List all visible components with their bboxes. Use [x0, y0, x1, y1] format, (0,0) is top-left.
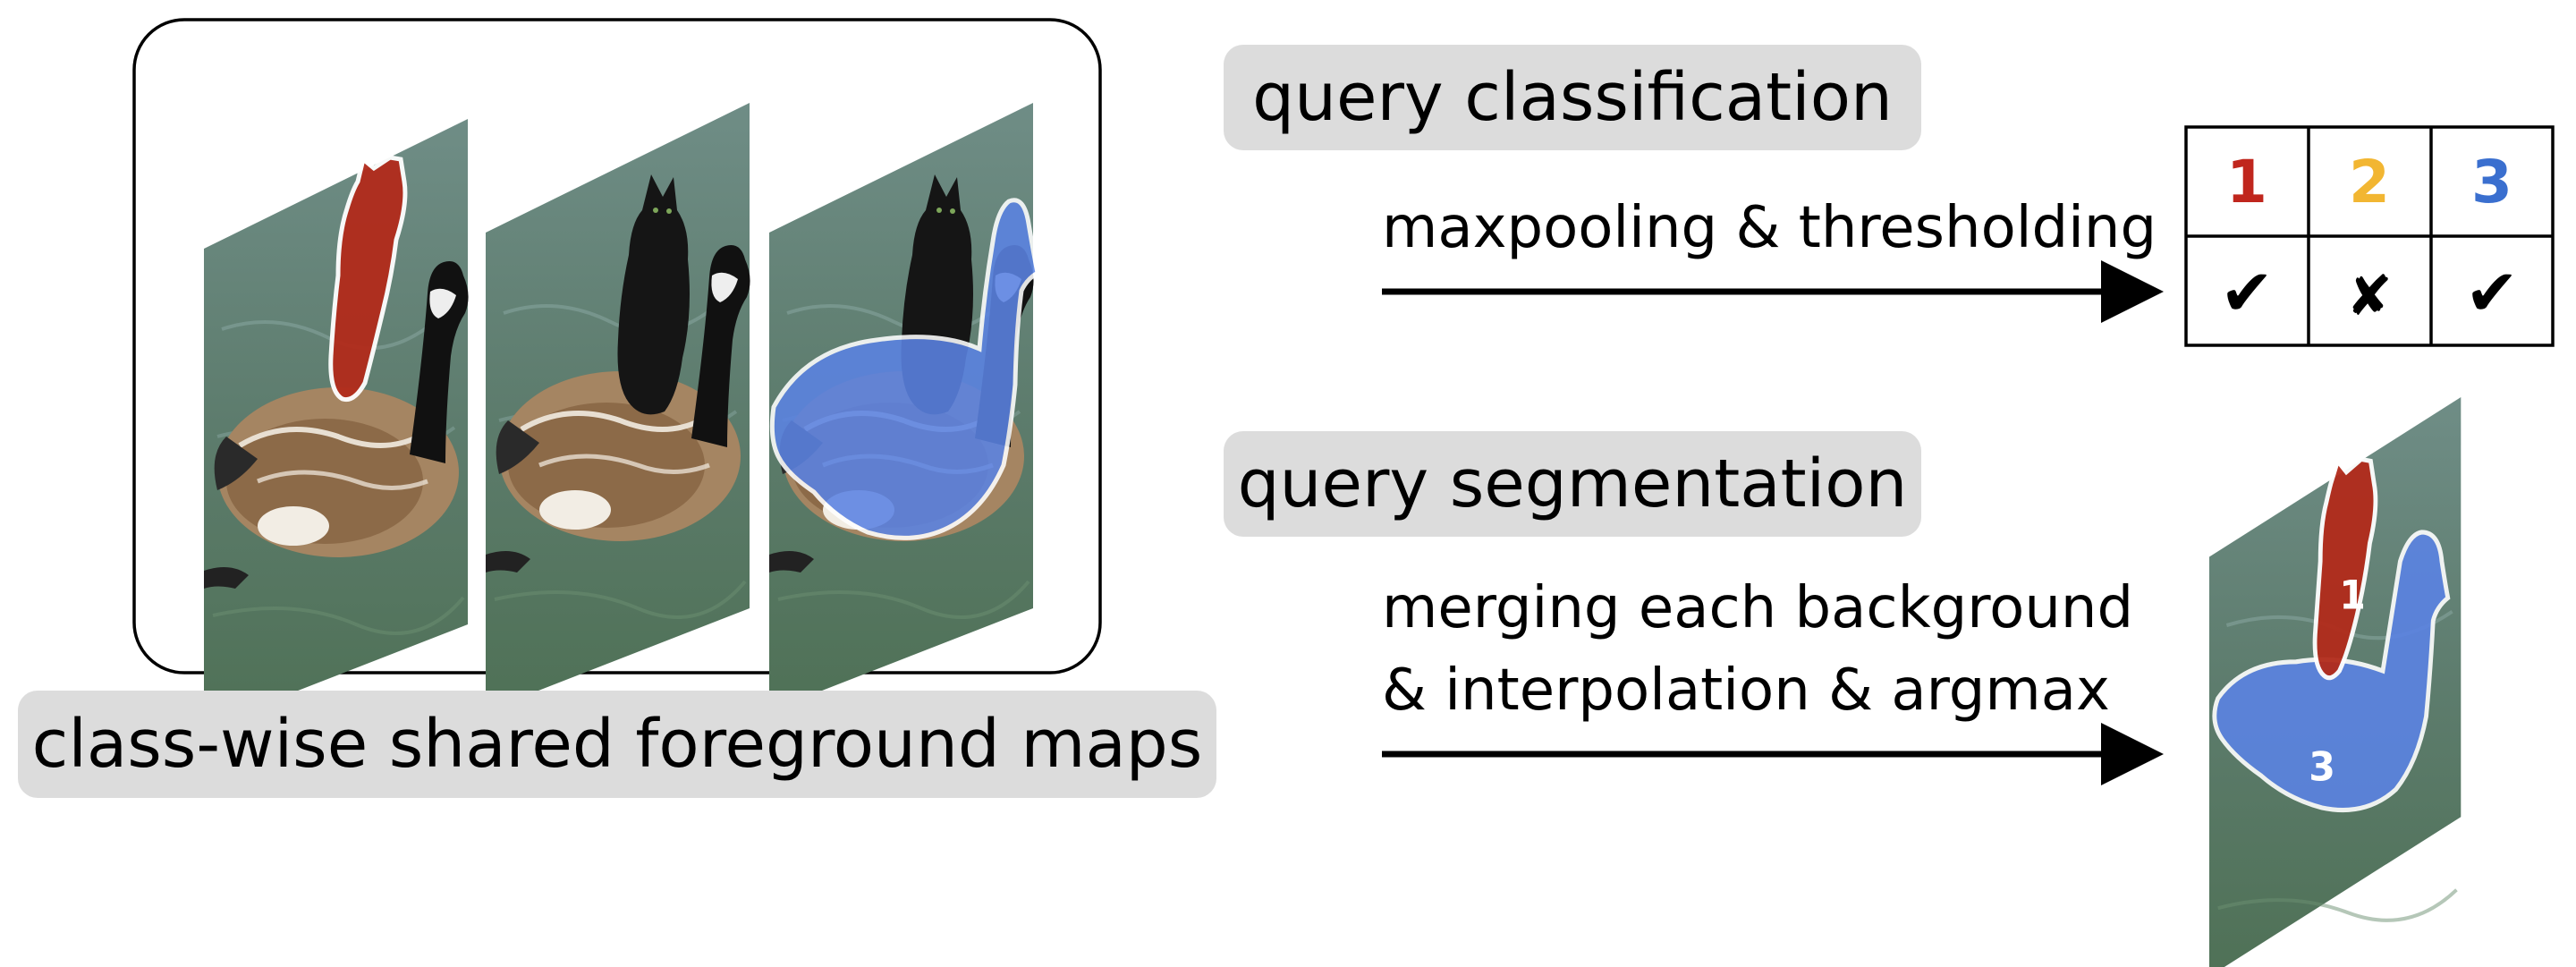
query-classification-title: query classification	[1224, 45, 1921, 150]
class1-segment	[2312, 456, 2378, 681]
segment-label-3: 3	[2309, 743, 2335, 790]
check-mark-icon: ✔	[2465, 255, 2519, 330]
segmentation-output: 1 3	[2209, 397, 2462, 967]
table-header-2: 2	[2349, 148, 2390, 216]
check-mark-icon: ✔	[2220, 255, 2274, 330]
foreground-map-1	[204, 117, 469, 729]
maxpooling-label: maxpooling & thresholding	[1382, 195, 2157, 261]
table-header-3: 3	[2471, 148, 2512, 216]
merging-label-line1: merging each background	[1382, 575, 2134, 641]
cross-mark-icon: ✘	[2346, 263, 2393, 328]
table-header-1: 1	[2226, 148, 2267, 216]
shared-maps-caption: class-wise shared foreground maps	[18, 691, 1216, 798]
query-segmentation-title: query segmentation	[1224, 431, 1921, 537]
foreground-map-3	[769, 101, 1040, 713]
classification-table: 1 2 3 ✔ ✘ ✔	[2184, 125, 2555, 347]
merging-label-line2: & interpolation & argmax	[1382, 657, 2110, 724]
segment-label-1: 1	[2339, 573, 2366, 619]
class3-mask	[769, 198, 1040, 540]
class1-mask	[328, 155, 408, 403]
